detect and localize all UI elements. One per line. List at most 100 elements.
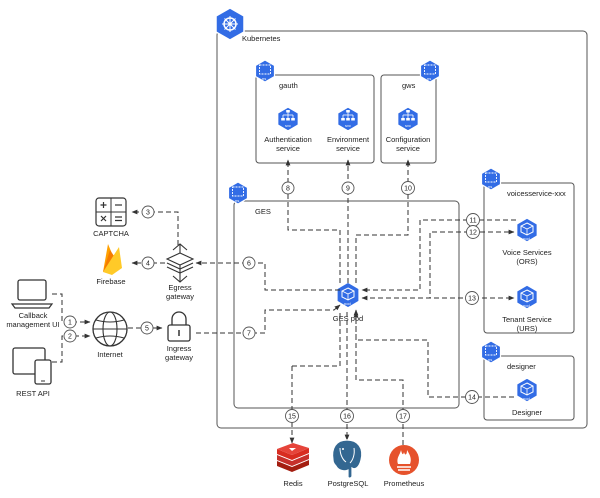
svg-text:13: 13 (468, 296, 476, 303)
namespace-label: voicesservice-xxx (507, 189, 566, 198)
svg-text:svc: svc (405, 123, 411, 128)
badge-11: 11 (466, 213, 480, 227)
badge-17: 17 (396, 409, 410, 423)
svg-text:CAPTCHA: CAPTCHA (93, 229, 129, 238)
egress-gateway: Egress gateway (165, 243, 195, 301)
svg-text:6: 6 (247, 261, 251, 268)
svg-text:Ingress: Ingress (167, 344, 192, 353)
svg-text:3: 3 (146, 210, 150, 217)
svg-text:svc: svc (285, 123, 291, 128)
svg-text:pod: pod (523, 303, 530, 308)
svg-text:7: 7 (247, 331, 251, 338)
rest-api: REST API (12, 347, 52, 398)
kubernetes-icon (215, 7, 245, 41)
namespace-icon: ns (419, 59, 441, 83)
kubernetes-label: Kubernetes (242, 34, 281, 43)
namespace-icon: ns (480, 340, 502, 364)
svg-text:16: 16 (343, 414, 351, 421)
namespace-icon: ns (254, 59, 276, 83)
svg-text:Redis: Redis (283, 479, 302, 488)
badge-7: 7 (242, 326, 256, 340)
designer-pod: pod Designer (512, 377, 543, 417)
svg-text:(ORS): (ORS) (516, 257, 538, 266)
svg-text:gateway: gateway (166, 292, 194, 301)
svg-text:svc: svc (345, 123, 351, 128)
svg-text:service: service (276, 144, 300, 153)
captcha: CAPTCHA (93, 197, 129, 238)
pod-icon: pod (516, 217, 538, 243)
globe-icon (92, 311, 128, 347)
svg-text:ns: ns (488, 357, 492, 362)
svg-text:Configuration: Configuration (386, 135, 431, 144)
ingress-gateway: Ingress gateway (165, 311, 193, 362)
svg-text:Callback: Callback (19, 311, 48, 320)
svg-text:Environment: Environment (327, 135, 370, 144)
svg-text:pod: pod (523, 236, 530, 241)
svg-text:service: service (396, 144, 420, 153)
connection-10 (355, 159, 411, 283)
svg-text:9: 9 (346, 186, 350, 193)
svg-text:17: 17 (399, 414, 407, 421)
badge-4: 4 (141, 256, 155, 270)
svg-text:pod: pod (523, 396, 530, 401)
namespace-voicesservice: ns voicesservice-xxx pod Voice Services … (480, 167, 575, 334)
badge-3: 3 (141, 205, 155, 219)
namespace-gauth: ns gauth svc Authentication service (254, 59, 375, 164)
svg-text:14: 14 (468, 395, 476, 402)
badge-2: 2 (63, 329, 77, 343)
svg-text:Voice Services: Voice Services (502, 248, 551, 257)
service-icon: svc (277, 106, 299, 132)
connection-3 (131, 209, 179, 245)
svg-text:pod: pod (344, 301, 351, 306)
postgresql: PostgreSQL (328, 439, 369, 488)
badge-16: 16 (340, 409, 354, 423)
laptop-icon (10, 279, 54, 309)
badge-6: 6 (242, 256, 256, 270)
svg-text:2: 2 (68, 334, 72, 341)
tablet-phone-icon (12, 347, 52, 385)
service-icon: svc (337, 106, 359, 132)
badge-14: 14 (465, 390, 479, 404)
svg-text:ns: ns (235, 198, 239, 203)
svg-text:Internet: Internet (97, 350, 123, 359)
kubernetes-cluster: Kubernetes (215, 7, 588, 429)
badge-12: 12 (466, 225, 480, 239)
namespace-icon: ns (480, 167, 502, 191)
svg-text:REST API: REST API (16, 389, 50, 398)
svg-text:Firebase: Firebase (96, 277, 125, 286)
svg-text:11: 11 (469, 218, 476, 225)
internet: Internet (92, 311, 128, 359)
svg-text:Egress: Egress (168, 283, 192, 292)
service-icon: svc (397, 106, 419, 132)
pod-icon: pod (336, 281, 360, 309)
namespace-icon: ns (227, 181, 249, 205)
namespace-label: gws (402, 81, 416, 90)
svg-text:Tenant Service: Tenant Service (502, 315, 552, 324)
svg-text:(URS): (URS) (517, 324, 538, 333)
svg-text:8: 8 (286, 186, 290, 193)
prometheus-icon (389, 445, 419, 475)
svg-text:Authentication: Authentication (264, 135, 312, 144)
namespace-label: designer (507, 362, 536, 371)
lock-icon (167, 311, 191, 342)
svg-text:service: service (336, 144, 360, 153)
callback-management-ui: Callback management UI (6, 279, 60, 329)
namespace-gws: ns gws svc Configuration service (380, 59, 441, 164)
svg-text:Designer: Designer (512, 408, 543, 417)
svg-text:ns: ns (488, 184, 492, 189)
svg-text:10: 10 (404, 186, 412, 193)
voice-services-pod: pod Voice Services (ORS) (502, 217, 552, 266)
firebase-icon (103, 244, 122, 275)
prometheus: Prometheus (384, 445, 424, 488)
svg-text:management UI: management UI (6, 320, 59, 329)
badge-10: 10 (401, 181, 415, 195)
connection-6 (195, 260, 340, 291)
svg-text:5: 5 (145, 326, 149, 333)
ges-pod: pod GES pod (333, 281, 363, 323)
badge-9: 9 (341, 181, 355, 195)
authentication-service: svc Authentication service (264, 106, 312, 153)
svg-text:PostgreSQL: PostgreSQL (328, 479, 369, 488)
configuration-service: svc Configuration service (386, 106, 431, 153)
svg-text:GES pod: GES pod (333, 314, 363, 323)
redis: Redis (277, 443, 309, 488)
